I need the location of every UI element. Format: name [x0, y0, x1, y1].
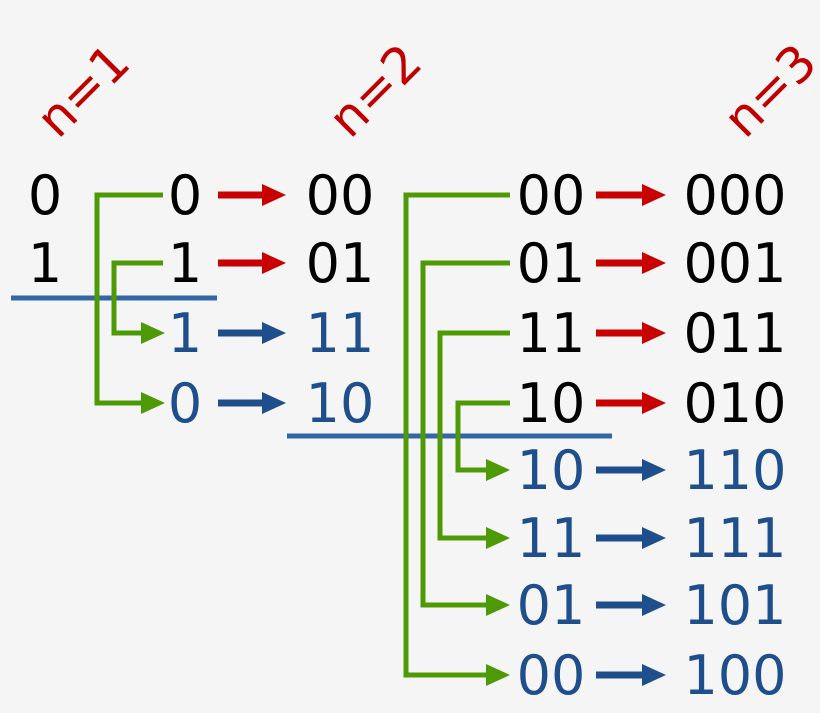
- prefix-0-arrow-head: [642, 252, 666, 274]
- stage3-code: 000: [683, 164, 786, 227]
- stage3-code: 110: [683, 439, 786, 502]
- stage2-code: 10: [306, 372, 375, 435]
- stage2-reflected: 0: [168, 372, 202, 435]
- prefix-0-arrow-head: [642, 392, 666, 414]
- reflection-bracket-stage3: [437, 330, 510, 541]
- reflection-bracket-stage3-arrowhead: [486, 527, 510, 549]
- reflection-bracket-stage3-arrowhead: [486, 594, 510, 616]
- prefix-1-arrow-head: [642, 664, 666, 686]
- stage3-code: 100: [683, 644, 786, 707]
- reflection-bracket-stage3-arrowhead: [486, 459, 510, 481]
- stage3-code: 101: [683, 574, 786, 637]
- stage2-code: 01: [306, 232, 375, 295]
- prefix-1-arrow-head: [642, 527, 666, 549]
- stage3-reflected: 11: [517, 302, 586, 365]
- reflection-bracket-stage3: [420, 260, 510, 608]
- label-n3: n=3: [712, 33, 820, 149]
- reflection-bracket-stage3: [403, 192, 510, 678]
- stage1-code: 0: [28, 164, 62, 227]
- prefix-0-arrow-head: [262, 252, 286, 274]
- stage3-code: 011: [683, 302, 786, 365]
- prefix-1-arrow-head: [262, 322, 286, 344]
- reflection-bracket-stage2-arrowhead: [141, 392, 165, 414]
- stage3-code: 010: [683, 372, 786, 435]
- reflection-bracket-stage2-arrowhead: [141, 322, 165, 344]
- reflection-bracket-stage3-arrowhead: [486, 664, 510, 686]
- label-n1: n=1: [25, 33, 141, 149]
- stage3-code: 111: [683, 507, 786, 570]
- label-n2: n=2: [317, 33, 433, 149]
- reflection-bracket-stage2: [111, 260, 163, 336]
- stage3-reflected: 00: [517, 164, 586, 227]
- stage3-reflected: 01: [517, 232, 586, 295]
- stage2-reflected: 1: [168, 302, 202, 365]
- stage3-reflected: 10: [517, 439, 586, 502]
- reflection-bracket-stage3: [455, 400, 510, 473]
- stage3-reflected: 11: [517, 507, 586, 570]
- stage2-reflected: 1: [168, 232, 202, 295]
- stage3-reflected: 01: [517, 574, 586, 637]
- stage3-code: 001: [683, 232, 786, 295]
- reflection-bracket-stage2: [94, 192, 163, 406]
- prefix-1-arrow-head: [262, 392, 286, 414]
- stage3-reflected: 00: [517, 644, 586, 707]
- stage2-reflected: 0: [168, 164, 202, 227]
- stage2-code: 00: [306, 164, 375, 227]
- stage1-code: 1: [28, 232, 62, 295]
- prefix-0-arrow-head: [262, 184, 286, 206]
- prefix-1-arrow-head: [642, 459, 666, 481]
- stage2-code: 11: [306, 302, 375, 365]
- prefix-0-arrow-head: [642, 184, 666, 206]
- stage3-reflected: 10: [517, 372, 586, 435]
- prefix-1-arrow-head: [642, 594, 666, 616]
- prefix-0-arrow-head: [642, 322, 666, 344]
